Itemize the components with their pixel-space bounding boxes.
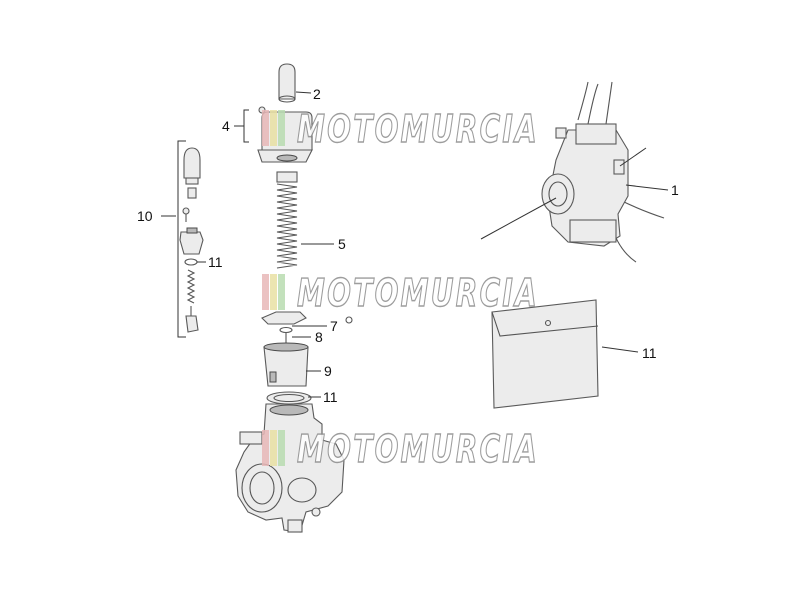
kit-bracket: [177, 140, 186, 338]
kit-plunger: [185, 315, 199, 333]
kit-o-ring: [184, 258, 198, 266]
main-spring: [276, 183, 298, 269]
watermark-group: MOTOMURCIA MOTOMURCIA MOTOMURCIA: [262, 106, 539, 472]
callout-11-ring: 11: [323, 389, 338, 405]
cable-cap: [278, 63, 296, 100]
parts-bag-body: [491, 299, 599, 409]
leader-1: [625, 184, 669, 191]
kit-spring: [186, 269, 196, 304]
carburetor-top-bore: [269, 404, 309, 416]
idle-screw: [555, 127, 567, 139]
watermark-logo: MOTOMURCIA: [262, 270, 539, 316]
choke-cable: [587, 83, 599, 125]
kit-small-screw-head: [182, 207, 190, 215]
fuel-hose: [619, 199, 665, 219]
carburetor-nozzle: [287, 519, 303, 533]
side-screw: [613, 159, 625, 175]
callout-7: 7: [330, 318, 338, 334]
callout-11-bag: 11: [642, 345, 657, 361]
kit-cap-collar: [185, 177, 199, 185]
float-bowl: [569, 219, 617, 243]
callout-1: 1: [671, 182, 679, 198]
watermark-stripe: [278, 274, 285, 310]
assembled-carburetor-intake-inner: [548, 181, 568, 207]
kit-body-top: [186, 227, 198, 234]
callout-4: 4: [222, 118, 230, 134]
parts-bag: [491, 299, 599, 409]
carburetor-mount-tab: [239, 431, 263, 445]
callout-5: 5: [338, 236, 346, 252]
carburetor-outlet: [287, 477, 317, 503]
top-cover-bore: [276, 154, 298, 162]
throttle-cable-2: [605, 81, 613, 125]
callout-8: 8: [315, 329, 323, 345]
assembled-carburetor-top: [575, 123, 617, 145]
watermark-stripe: [262, 430, 269, 466]
watermark-stripe: [262, 274, 269, 310]
retainer-plate: [261, 311, 307, 325]
kit-body: [179, 231, 204, 255]
seal-ring-inner: [273, 393, 305, 403]
watermark-stripe: [262, 110, 269, 146]
cable-cap-base: [278, 95, 296, 103]
callout-11-kit: 11: [208, 254, 223, 270]
watermark-stripe: [278, 430, 285, 466]
bracket-4: [243, 109, 249, 143]
throttle-slide-top: [263, 342, 309, 352]
watermark-text: MOTOMURCIA: [297, 107, 539, 151]
intake-axis-line: [480, 197, 557, 240]
carburetor-drain-screw: [311, 507, 321, 517]
watermark-stripe: [270, 430, 277, 466]
throttle-cable-1: [577, 81, 589, 121]
watermark-logo: MOTOMURCIA: [262, 106, 539, 152]
callout-2: 2: [313, 86, 321, 102]
callout-9: 9: [324, 363, 332, 379]
kit-rubber-cap: [183, 147, 201, 179]
watermark-stripe: [270, 110, 277, 146]
parts-bag-flap: [491, 311, 599, 337]
needle-clip: [279, 326, 293, 334]
spring-collar: [276, 171, 298, 183]
assembled-carburetor-intake: [541, 173, 575, 215]
watermark-text: MOTOMURCIA: [297, 427, 539, 471]
watermark-text: MOTOMURCIA: [297, 271, 539, 315]
needle-kit-assembly: [177, 140, 204, 338]
parts-bag-hole: [544, 319, 552, 327]
throttle-slide-slot: [269, 371, 277, 383]
watermark-stripe: [278, 110, 285, 146]
watermark-logo: MOTOMURCIA: [262, 426, 539, 472]
kit-adjust-screw: [187, 187, 197, 199]
watermark-stripe: [270, 274, 277, 310]
small-ball: [345, 316, 353, 324]
carburetor-intake-inner: [249, 471, 275, 505]
callout-10: 10: [137, 208, 153, 224]
leader-2: [295, 91, 312, 94]
assembled-carburetor: [541, 81, 665, 263]
leader-11-bag: [601, 346, 639, 353]
outlet-axis-line: [619, 147, 647, 167]
